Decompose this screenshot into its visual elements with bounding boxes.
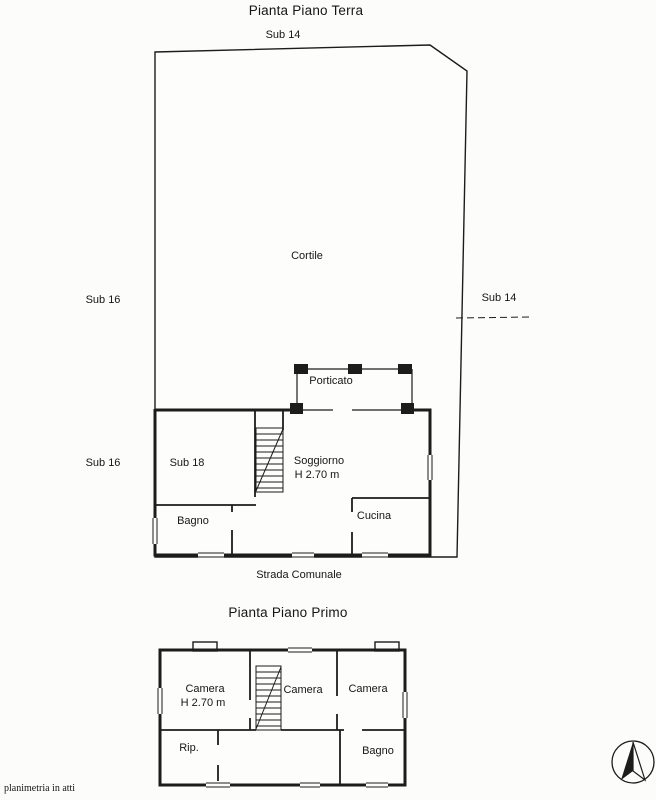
first-floor-plan: Pianta Piano Primo Camera H 2.70 m Camer…: [156, 605, 409, 789]
bagno-ground-label: Bagno: [177, 515, 209, 527]
camera-right-label: Camera: [348, 683, 388, 695]
strada-comunale-label: Strada Comunale: [256, 569, 342, 581]
bagno-first-label: Bagno: [362, 745, 394, 757]
sub16-lower-label: Sub 16: [86, 457, 121, 469]
interior-walls-first: [160, 650, 405, 785]
sub14-dashed-line: [455, 316, 533, 319]
interior-walls-ground: [155, 410, 430, 555]
north-arrow-icon: [611, 740, 655, 784]
rip-label: Rip.: [179, 742, 199, 754]
first-floor-title: Pianta Piano Primo: [228, 605, 347, 620]
ground-floor-plan: Pianta Piano Terra Sub 14 Cortile Sub 16…: [86, 3, 533, 581]
windows-ground: [151, 455, 434, 560]
first-floor-outline: [158, 648, 407, 787]
cortile-label: Cortile: [291, 250, 323, 262]
sub14-top-label: Sub 14: [266, 29, 301, 41]
sub18-label: Sub 18: [170, 457, 205, 469]
camera-left-label: Camera: [185, 683, 225, 695]
soggiorno-height-label: H 2.70 m: [295, 469, 340, 481]
sub16-upper-label: Sub 16: [86, 294, 121, 306]
porticato-label: Porticato: [309, 375, 352, 387]
porticato-columns: [290, 364, 414, 414]
cucina-label: Cucina: [357, 510, 392, 522]
sub14-right-label: Sub 14: [482, 292, 517, 304]
camera-mid-label: Camera: [283, 684, 323, 696]
footer-note: planimetria in atti: [4, 783, 75, 794]
windows-first: [156, 646, 409, 789]
ground-floor-title: Pianta Piano Terra: [249, 3, 364, 18]
camera-left-height-label: H 2.70 m: [181, 697, 226, 709]
roof-projections: [192, 641, 400, 652]
soggiorno-label: Soggiorno: [294, 455, 344, 467]
staircase-first: [255, 665, 282, 731]
staircase-ground: [255, 427, 284, 493]
